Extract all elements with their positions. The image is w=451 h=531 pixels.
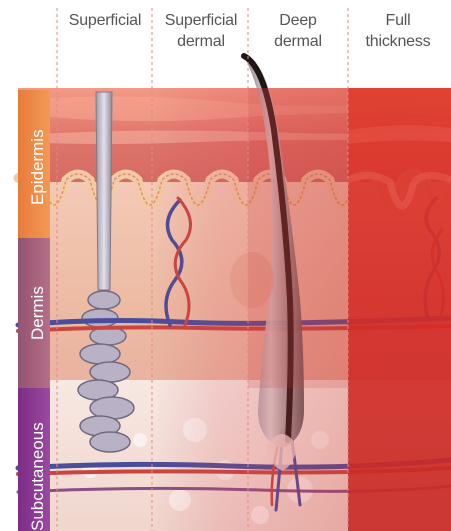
column-label-full-thickness: Full thickness bbox=[350, 10, 446, 52]
column-label-superficial: Superficial bbox=[60, 10, 150, 31]
column-label-deep-dermal: Deep dermal bbox=[250, 10, 346, 52]
column-label-superficial-dermal: Superficial dermal bbox=[155, 10, 247, 52]
layer-label-epidermis: Epidermis bbox=[28, 129, 48, 205]
layer-label-subcutaneous: Subcutaneous bbox=[28, 422, 48, 531]
layer-label-dermis: Dermis bbox=[28, 286, 48, 340]
